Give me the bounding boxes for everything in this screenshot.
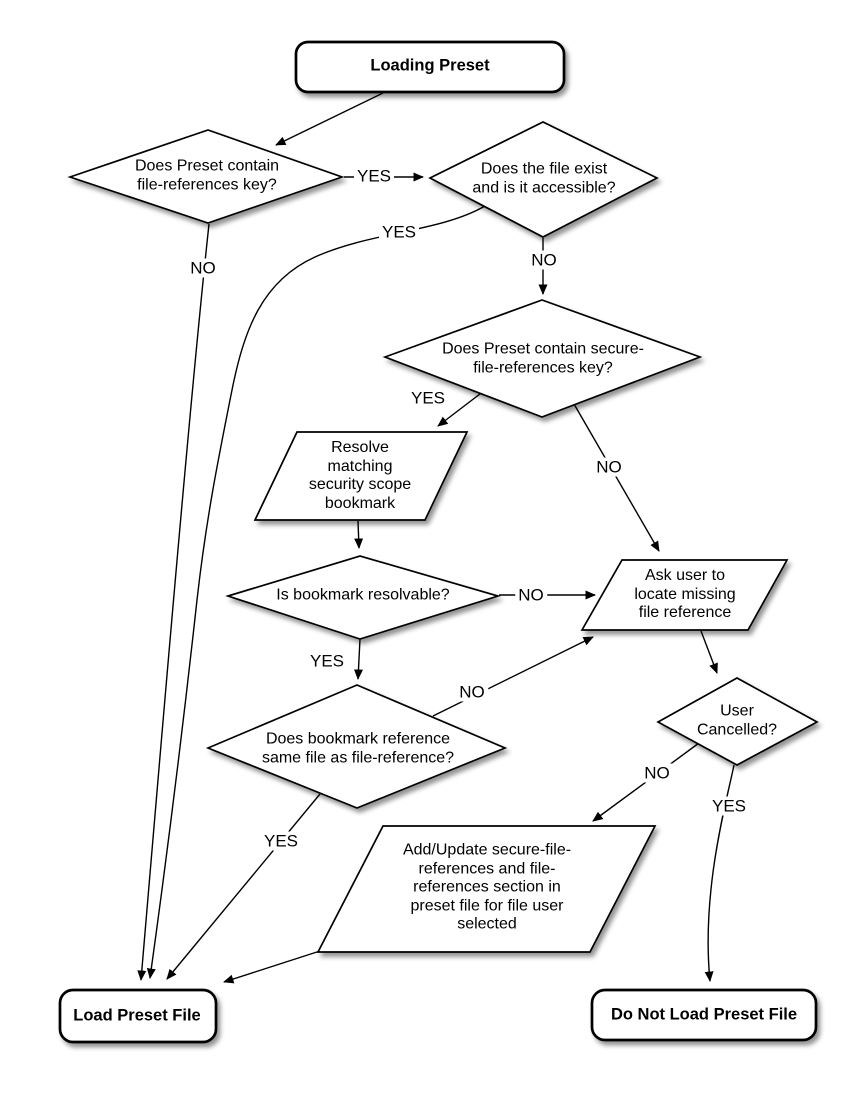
label-file-references-key: Does Preset contain file-references key? bbox=[134, 157, 280, 193]
process-resolve-bookmark bbox=[253, 431, 469, 521]
edge-label-resolvable-no: NO bbox=[515, 585, 547, 605]
edge-resolve-to-resolvable bbox=[354, 520, 364, 549]
edge-file-references-no-to-load bbox=[137, 223, 210, 981]
label-bookmark-resolvable: Is bookmark resolvable? bbox=[276, 586, 450, 604]
label-loading-preset: Loading Preset bbox=[370, 56, 490, 75]
label-load-preset-file: Load Preset File bbox=[73, 1006, 201, 1025]
terminal-load-preset-file bbox=[58, 988, 218, 1044]
decision-bookmark-same-file bbox=[205, 684, 508, 809]
edge-label-same-file-no: NO bbox=[456, 682, 488, 702]
label-do-not-load-preset-file: Do Not Load Preset File bbox=[610, 1005, 798, 1024]
edge-label-file-refs-no: NO bbox=[187, 258, 219, 278]
decision-user-cancelled bbox=[656, 677, 819, 766]
terminal-loading-preset bbox=[294, 40, 566, 94]
edge-label-file-exists-no: NO bbox=[528, 250, 560, 270]
edge-label-file-exists-yes: YES bbox=[378, 222, 420, 242]
edge-label-cancelled-yes: YES bbox=[708, 796, 750, 816]
edge-cancelled-yes-to-do-not-load bbox=[704, 764, 735, 982]
flow-shapes bbox=[58, 40, 819, 1044]
edge-add-update-to-load bbox=[223, 950, 321, 984]
edge-same-file-yes-to-load bbox=[166, 793, 321, 980]
label-user-cancelled: User Cancelled? bbox=[696, 702, 778, 738]
label-bookmark-same-file: Does bookmark reference same file as fil… bbox=[261, 730, 455, 766]
label-secure-file-references: Does Preset contain secure- file-referen… bbox=[442, 340, 644, 376]
edge-same-file-no-to-ask-user bbox=[432, 636, 594, 717]
terminal-do-not-load-preset-file bbox=[590, 988, 818, 1042]
process-ask-user bbox=[580, 559, 789, 631]
label-ask-user: Ask user to locate missing file referenc… bbox=[634, 567, 736, 622]
edge-label-secure-refs-yes: YES bbox=[407, 388, 449, 408]
decision-file-exists bbox=[428, 121, 659, 238]
edge-label-file-refs-yes: YES bbox=[353, 166, 395, 186]
decision-file-references-key bbox=[67, 129, 345, 224]
process-add-update-sections bbox=[316, 825, 657, 953]
edge-label-same-file-yes: YES bbox=[260, 831, 302, 851]
edge-label-resolvable-yes: YES bbox=[306, 651, 348, 671]
edge-resolvable-yes-to-same-file bbox=[353, 638, 363, 680]
decision-secure-file-references-key bbox=[382, 299, 703, 418]
edge-ask-user-to-cancelled bbox=[700, 630, 718, 674]
edge-start-to-file-references bbox=[275, 92, 384, 146]
label-add-update-sections: Add/Update secure-file- references and f… bbox=[402, 841, 572, 933]
edge-file-exists-yes-to-load bbox=[146, 205, 486, 979]
label-file-exists: Does the file exist and is it accessible… bbox=[472, 160, 616, 196]
label-resolve-bookmark: Resolve matching security scope bookmark bbox=[308, 438, 412, 512]
edge-label-secure-refs-no: NO bbox=[593, 457, 625, 477]
edge-label-cancelled-no: NO bbox=[641, 763, 673, 783]
edge-secure-refs-no-to-ask-user bbox=[573, 403, 660, 552]
decision-bookmark-resolvable bbox=[225, 555, 501, 640]
